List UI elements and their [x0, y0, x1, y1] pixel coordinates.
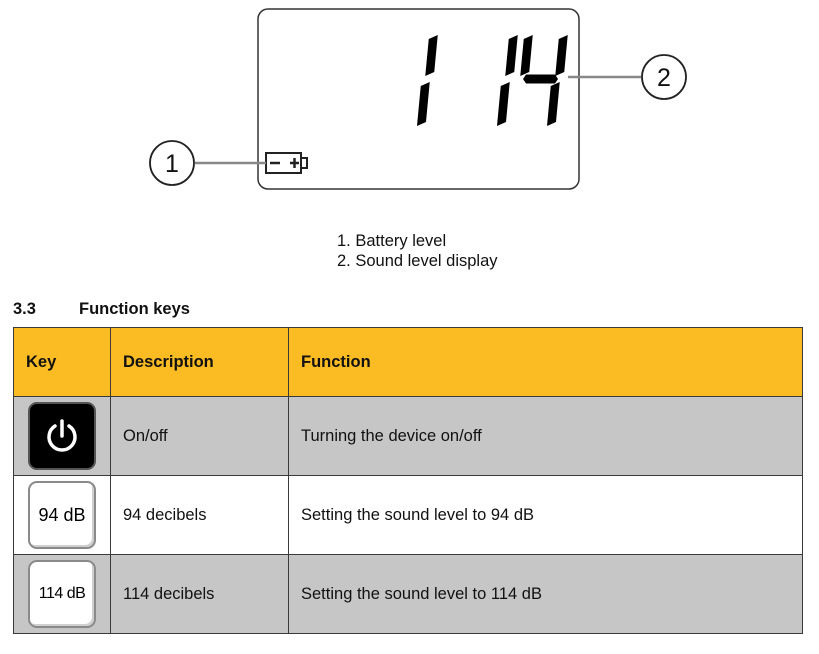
battery-icon [265, 152, 308, 174]
table-row: On/off Turning the device on/off [13, 396, 803, 476]
lcd-diagram: 1 2 [149, 8, 687, 190]
key-cell: 114 dB [13, 554, 111, 634]
function-cell: Setting the sound level to 94 dB [288, 475, 803, 555]
power-icon [47, 419, 77, 452]
description-cell: On/off [110, 396, 289, 476]
section-number: 3.3 [13, 300, 36, 318]
callout-circle-2 [641, 54, 687, 100]
seven-segment-digit [417, 35, 438, 126]
seven-segment-digit [520, 35, 568, 126]
table-header-row: Key Description Function [13, 327, 803, 397]
seven-segment-digit [497, 35, 518, 126]
key-cell: 94 dB [13, 475, 111, 555]
lcd-screen [257, 8, 580, 190]
description-cell: 114 decibels [110, 554, 289, 634]
114db-key: 114 dB [28, 560, 96, 628]
callout-number-2: 2 [657, 64, 671, 92]
section-title: Function keys [79, 300, 190, 318]
header-function: Function [288, 327, 803, 397]
power-key [28, 402, 96, 470]
legend-item-battery: 1. Battery level [337, 232, 447, 250]
diagram-legend: 1. Battery level 2. Sound level display [337, 231, 498, 271]
callout-number-1: 1 [165, 150, 179, 178]
header-description: Description [110, 327, 289, 397]
description-cell: 94 decibels [110, 475, 289, 555]
function-keys-table: Key Description Function On/off Turning … [13, 327, 803, 634]
section-heading: 3.3 Function keys [13, 300, 190, 319]
callout-circle-1 [149, 140, 195, 186]
table-row: 94 dB 94 decibels Setting the sound leve… [13, 475, 803, 555]
header-key: Key [13, 327, 111, 397]
function-cell: Turning the device on/off [288, 396, 803, 476]
table-row: 114 dB 114 decibels Setting the sound le… [13, 554, 803, 634]
sound-level-reading [417, 35, 568, 126]
94db-key: 94 dB [28, 481, 96, 549]
legend-item-sound-level: 2. Sound level display [337, 252, 498, 270]
key-cell [13, 396, 111, 476]
function-cell: Setting the sound level to 114 dB [288, 554, 803, 634]
